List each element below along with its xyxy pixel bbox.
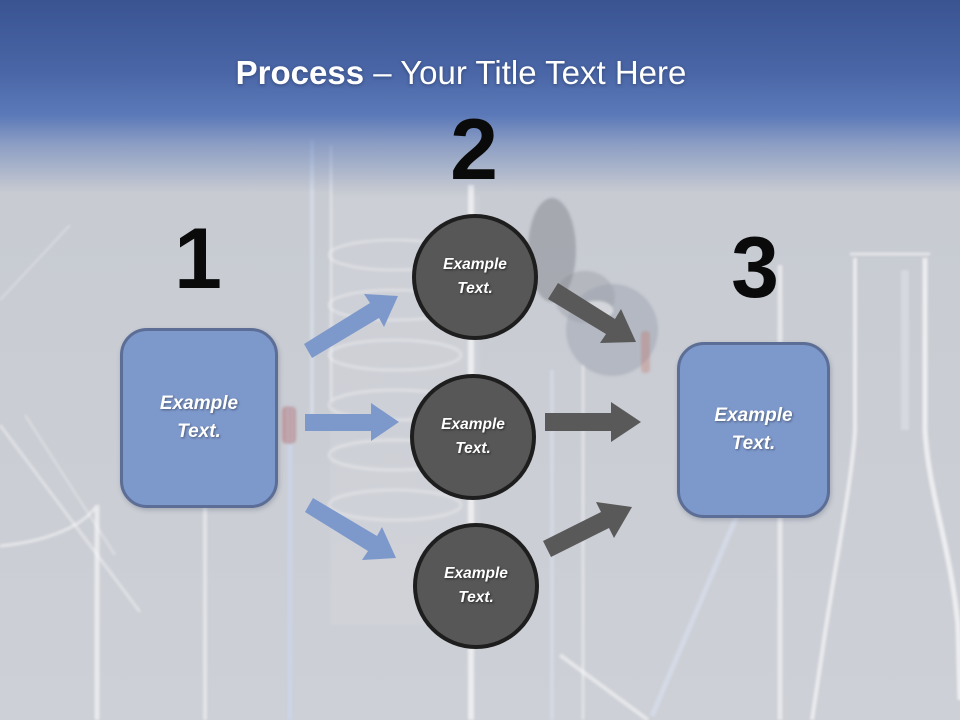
step2-circle-bottom-label: Example Text. <box>444 564 508 606</box>
step-number-3: 3 <box>731 220 779 316</box>
step3-box: Example Text. <box>677 342 830 518</box>
slide-title-rest: – Your Title Text Here <box>364 54 687 91</box>
arrow-down-right-icon <box>305 498 396 560</box>
arrow-right-icon <box>545 402 641 442</box>
arrow-up-right-icon <box>304 294 398 358</box>
step-number-2: 2 <box>450 102 498 198</box>
step2-circle-middle: Example Text. <box>410 374 536 500</box>
step3-box-label: Example Text. <box>714 404 793 455</box>
step2-circle-top-label: Example Text. <box>443 255 507 297</box>
step1-box-label: Example Text. <box>159 392 239 443</box>
slide-title: Process – Your Title Text Here <box>0 54 941 91</box>
step-number-1: 1 <box>174 211 222 307</box>
title-banner: Process – Your Title Text Here <box>0 0 960 192</box>
arrow-down-right-icon <box>548 283 636 343</box>
arrow-up-right-icon <box>543 502 632 557</box>
step1-box: Example Text. <box>120 328 278 508</box>
step2-circle-bottom: Example Text. <box>413 523 539 649</box>
step2-circle-middle-label: Example Text. <box>441 415 505 457</box>
slide-title-emphasis: Process <box>235 54 365 91</box>
step2-circle-top: Example Text. <box>412 214 538 340</box>
arrow-right-icon <box>305 403 399 441</box>
